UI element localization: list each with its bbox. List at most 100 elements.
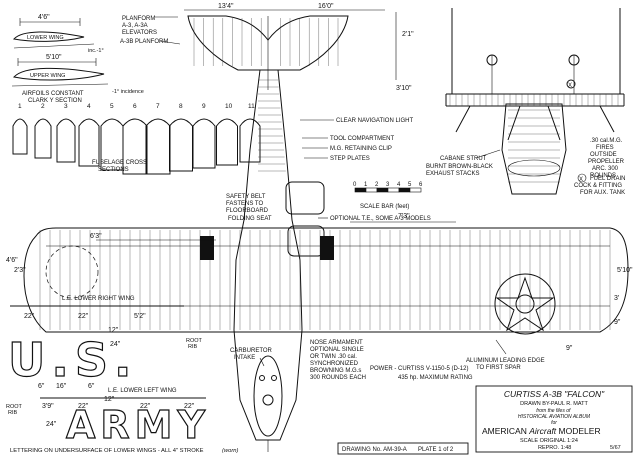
dim-small-6b: 6" [88,383,95,390]
dim-lower-22b: 22" [78,313,89,320]
front-prop-disc [507,159,561,177]
dim-lower-outboard: 7'3" [398,213,410,220]
scale-bar-tick: 4 [397,182,401,188]
dim-insignia-b: 9" [614,319,621,326]
title-scale-repro: REPRO. 1:48 [538,445,571,451]
wing-insignia [494,273,556,335]
cross-section-number: 5 [110,103,114,110]
center-callouts: CLEAR NAVIGATION LIGHT TOOL COMPARTMENT … [226,118,431,222]
label-root-rib-left: ROOT RIB [6,404,23,416]
label-aluminum-le: ALUMINUM LEADING EDGE TO FIRST SPAR [466,358,546,371]
cross-section [122,118,148,175]
cross-section-number: 1 [18,103,22,110]
lower-wing-outline [23,227,629,333]
cross-section-number: 10 [225,103,233,110]
lower-callouts: ALUMINUM LEADING EDGE TO FIRST SPAR CARB… [230,339,546,381]
cross-section-number: 7 [156,103,160,110]
dim-lower-wing-chord: 4'6" [38,14,50,21]
cross-section-number: 4 [87,103,91,110]
dim-left-12a: 12" [104,396,115,403]
label-folding-seat: FOLDING SEAT [228,216,272,222]
cross-section-number: 8 [179,103,183,110]
scale-bar-tick: 5 [408,182,412,188]
dim-lower-12: 12" [108,327,119,334]
label-cabane-strut: CABANE STRUT [440,156,487,162]
lower-wing [23,227,629,335]
label-airfoils: AIRFOILS CONSTANT CLARK Y SECTION [22,91,85,104]
cross-section [12,118,28,155]
dim-tail-span: 13'4" [218,3,234,10]
dim-mid-9: 9" [566,345,573,352]
fuel-drain-marker: X [568,83,572,89]
engine-cowl-front [501,103,567,195]
drawing-number: DRAWING No. AM-39-A [342,447,407,453]
label-le-lower-right: L.E. LOWER RIGHT WING [62,296,135,302]
planform-note: PLANFORM A-3, A-3A ELEVATORS A-3B PLANFO… [120,16,181,45]
fuselage-top [233,69,325,452]
label-root-rib-right: ROOT RIB [186,338,203,350]
cross-section [239,118,261,163]
scale-bar-segment [376,187,389,193]
dim-tail-length: 3'10" [396,85,412,92]
dim-left-22b: 22" [140,403,151,410]
cross-section-number: 6 [133,103,137,110]
scale-bar-segment [387,187,400,193]
airfoil-sections: 4'6" LOWER WING inc.-1° 5'10" UPPER WING… [11,14,144,104]
lower-wing-airfoil [13,31,85,42]
label-fuel-drain: FUEL DRAIN COCK & FITTING FOR AUX. TANK [574,176,627,196]
front-view-callouts: CABANE STRUT BURNT BROWN-BLACK EXHAUST S… [426,138,627,196]
scale-bar-tick: 3 [386,182,390,188]
label-mg-clip: M.G. RETAINING CLIP [330,146,392,152]
scale-bar-tick: 2 [375,182,379,188]
fuel-drain-marker-legend: X [579,177,583,183]
dim-left-24: 24" [46,421,57,428]
dim-lower-inboard: 6'3" [90,233,102,240]
us-lettering: U.S. [8,333,137,387]
army-lettering: ARMY [66,403,210,447]
label-safety-belt: SAFETY BELT FASTENS TO FLOORBOARD [226,194,269,214]
dim-fin-height: 2'1" [402,31,414,38]
label-exhaust: BURNT BROWN-BLACK EXHAUST STACKS [426,164,495,177]
dim-left-39: 3'9" [42,403,54,410]
plate-number: PLATE 1 of 2 [418,447,454,453]
label-optional-te: OPTIONAL T.E., SOME A-3 MODELS [330,216,431,222]
horizontal-stabilizer [187,15,349,71]
cross-section [169,118,193,172]
dim-upper-wing-chord: 5'10" [46,54,62,61]
cross-section [56,118,76,163]
title-publisher: AMERICAN Aircraft MODELER [482,426,601,436]
prop-hub [262,394,274,406]
label-scale-bar: SCALE BAR (feet) [360,204,409,210]
label-fuselage-cross: FUSELAGE CROSS SECTIONS [92,160,149,173]
tailplane: 13'4" 16'0" [184,3,385,90]
cross-section [145,118,171,175]
cross-section-number: 9 [202,103,206,110]
label-clear-light: CLEAR NAVIGATION LIGHT [336,118,413,124]
wing-root-left [200,236,214,260]
title-scale-original: SCALE ORIGINAL 1:24 [520,438,578,444]
dim-small-6a: 6" [38,383,45,390]
label-a3b-planform: A-3B PLANFORM [120,39,168,45]
dim-left-22a: 22" [78,403,89,410]
scale-bar-segment [409,187,422,193]
upper-wing-airfoil [13,67,105,81]
fuselage-outline [233,69,303,441]
dim-left-12b: 12" [112,411,123,418]
cross-section-number: 3 [64,103,68,110]
dim-small-16: 16" [56,383,67,390]
label-le-lower-left: L.E. LOWER LEFT WING [108,388,177,394]
cross-section [216,118,238,166]
label-planform: PLANFORM A-3, A-3A ELEVATORS [122,16,157,36]
label-lettering: LETTERING ON UNDERSURFACE OF LOWER WINGS… [10,448,204,454]
wing-root-right [320,236,334,260]
dim-left-tip-b: 2'3" [14,267,26,274]
cross-section [34,118,52,159]
dim-right-tip: 5'10" [617,267,633,274]
title-from-files: from the files of HISTORICAL AVIATION AL… [518,408,591,420]
label-tool-compartment: TOOL COMPARTMENT [330,136,394,142]
front-view: X [445,8,625,195]
left-wing-cutout [45,245,99,299]
